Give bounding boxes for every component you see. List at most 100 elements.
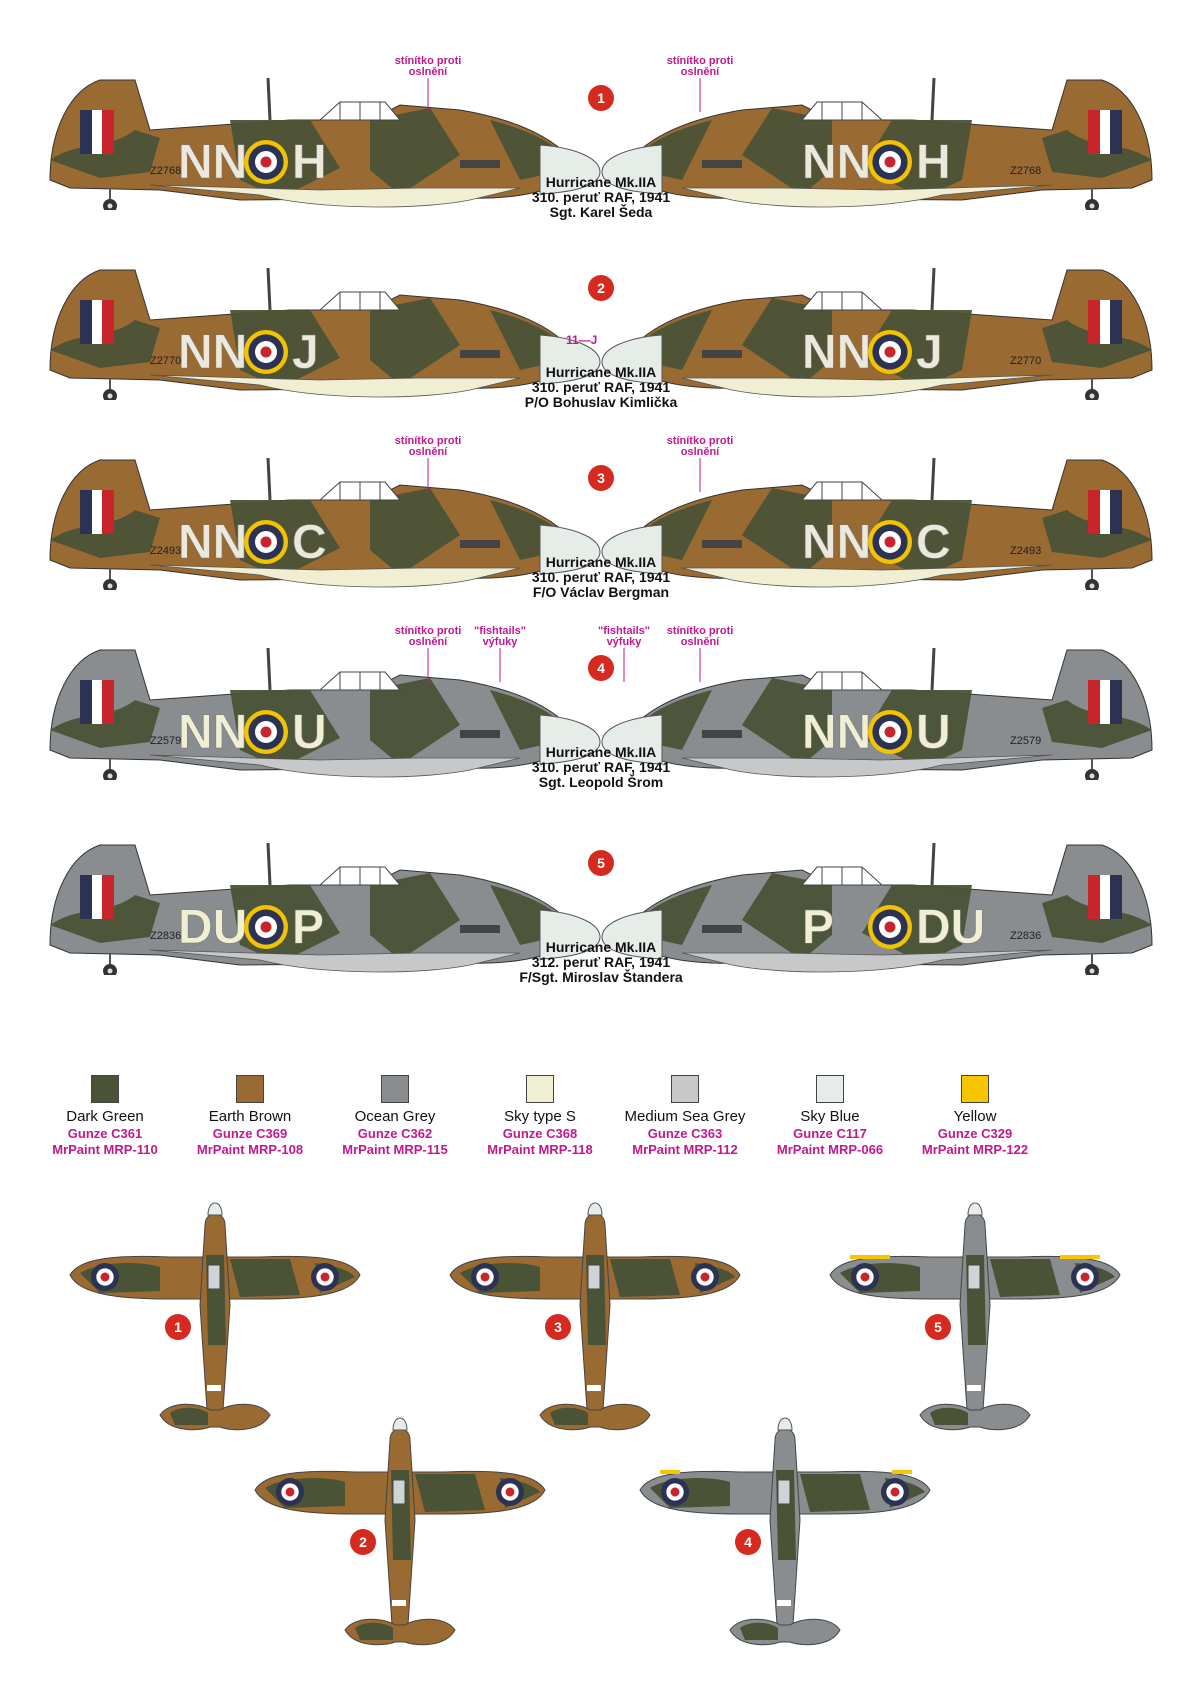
wing-roundel-left xyxy=(661,1478,689,1506)
swatch-gunze-code: Gunze C369 xyxy=(212,1126,288,1141)
fin-flash xyxy=(80,300,114,344)
plan-view-2: 2 xyxy=(254,1417,546,1646)
caption-line3: Sgt. Leopold Šrom xyxy=(538,774,664,790)
code-letters-right: C xyxy=(292,516,327,569)
swatch-name: Earth Brown xyxy=(208,1108,292,1125)
code-letters-right: U xyxy=(292,706,327,759)
wing-roundel-left xyxy=(91,1263,119,1291)
scheme-number-badge: 1 xyxy=(588,85,614,111)
code-letters-right: J xyxy=(292,326,319,379)
caption-line2: 312. peruť RAF, 1941 xyxy=(531,954,671,970)
serial-number: Z2770 xyxy=(1010,355,1041,367)
fuselage-roundel xyxy=(244,520,288,564)
swatch-color-box xyxy=(671,1075,699,1103)
code-letters-right: U xyxy=(916,706,951,759)
swatch-color-box xyxy=(381,1075,409,1103)
caption-line3: F/Sgt. Miroslav Štandera xyxy=(519,969,683,985)
caption-line1: Hurricane Mk.IIA xyxy=(545,174,657,190)
fin-flash xyxy=(80,490,114,534)
serial-number: Z2579 xyxy=(150,735,181,747)
code-letters-left: NN xyxy=(178,136,247,189)
fuselage-roundel xyxy=(868,905,912,949)
swatch-mrpaint-code: MrPaint MRP-115 xyxy=(342,1142,448,1157)
wing-roundel-right xyxy=(881,1478,909,1506)
serial-number: Z2770 xyxy=(150,355,181,367)
fuselage-roundel xyxy=(244,710,288,754)
plan-number-badge: 3 xyxy=(545,1314,571,1340)
right-side-profile xyxy=(601,267,1153,403)
svg-text:5: 5 xyxy=(597,855,605,871)
fuselage-roundel xyxy=(244,330,288,374)
swatch-name: Yellow xyxy=(953,1108,997,1125)
swatch-name: Sky type S xyxy=(504,1108,576,1125)
code-letters-left: NN xyxy=(802,706,871,759)
svg-text:4: 4 xyxy=(597,660,605,676)
swatch-name: Dark Green xyxy=(66,1108,144,1125)
caption-line1: Hurricane Mk.IIA xyxy=(545,364,657,380)
swatch-name: Ocean Grey xyxy=(354,1108,436,1125)
fishtail-exhaust-note-left: "fishtails"výfuky xyxy=(474,625,526,648)
svg-text:2: 2 xyxy=(597,280,605,296)
serial-number: Z2768 xyxy=(150,165,181,177)
swatch-mrpaint-code: MrPaint MRP-122 xyxy=(921,1142,1029,1157)
wing-roundel-right xyxy=(1071,1263,1099,1291)
swatch-mrpaint-code: MrPaint MRP-066 xyxy=(776,1142,884,1157)
swatch-mrpaint-code: MrPaint MRP-108 xyxy=(196,1142,304,1157)
fin-flash xyxy=(1088,875,1122,919)
code-letters-right: H xyxy=(292,136,327,189)
plan-view-3: 3 xyxy=(449,1202,741,1431)
code-letters-right: H xyxy=(916,136,951,189)
code-letters-left: NN xyxy=(802,326,871,379)
code-letters-left: DU xyxy=(178,901,247,954)
code-letters-right: J xyxy=(916,326,943,379)
plan-view-1: 1 xyxy=(69,1202,361,1431)
fin-flash xyxy=(1088,110,1122,154)
fin-flash xyxy=(80,875,114,919)
plan-view-5: 5 xyxy=(829,1202,1121,1431)
caption-line2: 310. peruť RAF, 1941 xyxy=(531,759,671,775)
fin-flash xyxy=(1088,490,1122,534)
fin-flash xyxy=(80,680,114,724)
code-letters-right: DU xyxy=(916,901,985,954)
caption-line3: F/O Václav Bergman xyxy=(532,584,670,600)
swatch-color-box xyxy=(526,1075,554,1103)
serial-number: Z2579 xyxy=(1010,735,1041,747)
wing-roundel-left xyxy=(851,1263,879,1291)
caption-line3: P/O Bohuslav Kimlička xyxy=(524,394,678,410)
code-letters-left: NN xyxy=(178,706,247,759)
swatch-gunze-code: Gunze C368 xyxy=(502,1126,578,1141)
serial-number: Z2493 xyxy=(1010,545,1041,557)
swatch-mrpaint-code: MrPaint MRP-112 xyxy=(632,1142,738,1157)
svg-text:1: 1 xyxy=(174,1319,182,1335)
caption-line2: 310. peruť RAF, 1941 xyxy=(531,569,671,585)
fuselage-roundel xyxy=(868,330,912,374)
right-side-profile xyxy=(601,647,1153,783)
fuselage-roundel xyxy=(868,520,912,564)
code-letters-left: NN xyxy=(178,516,247,569)
code-letters-right: C xyxy=(916,516,951,569)
scheme-number-badge: 2 xyxy=(588,275,614,301)
caption-line1: Hurricane Mk.IIA xyxy=(545,744,657,760)
serial-number: Z2836 xyxy=(150,930,181,942)
plan-view-4: 4 xyxy=(639,1417,931,1646)
fuselage-roundel xyxy=(868,140,912,184)
caption-line3: Sgt. Karel Šeda xyxy=(549,204,653,220)
wing-roundel-left xyxy=(276,1478,304,1506)
